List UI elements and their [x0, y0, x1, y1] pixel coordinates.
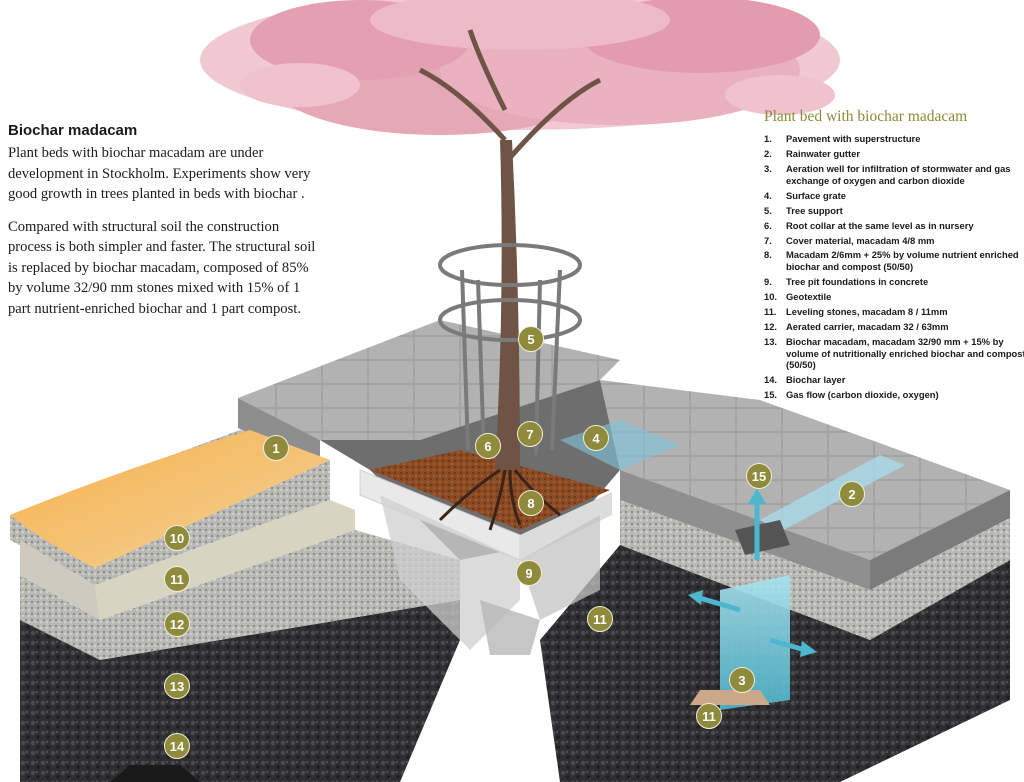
legend-item: 10.Geotextile [764, 291, 832, 303]
marker-5: 5 [518, 326, 544, 352]
legend-item: 3.Aeration well for infiltration of stor… [764, 162, 1011, 186]
legend-item: 12.Aerated carrier, macadam 32 / 63mm [764, 321, 949, 333]
legend-item: 7.Cover material, macadam 4/8 mm [764, 234, 935, 246]
tree-canopy [200, 0, 840, 135]
marker-15: 15 [746, 463, 772, 489]
legend-item: 2.Rainwater gutter [764, 147, 860, 159]
legend-item: 1.Pavement with superstructure [764, 133, 921, 144]
legend-title: Plant bed with biochar madacam [764, 108, 968, 125]
tree-support [438, 243, 582, 456]
marker-11-well: 11 [696, 703, 722, 729]
marker-14: 14 [164, 733, 190, 759]
marker-9: 9 [516, 560, 542, 586]
marker-8: 8 [518, 490, 544, 516]
marker-3: 3 [729, 667, 755, 693]
marker-12: 12 [164, 611, 190, 637]
legend-list: 1.Pavement with superstructure 2.Rainwat… [764, 133, 1024, 401]
rainwater-gutter [760, 455, 905, 532]
legend-item: 4.Surface grate [764, 189, 846, 201]
marker-11-left: 11 [164, 566, 190, 592]
intro-paragraph-2: Compared with structural soil the constr… [8, 218, 316, 317]
legend-item: 6.Root collar at the same level as in nu… [764, 219, 974, 231]
marker-7: 7 [517, 421, 543, 447]
intro-paragraph-1: Plant beds with biochar macadam are unde… [8, 145, 311, 202]
intro-heading: Biochar madacam [8, 122, 138, 139]
marker-13: 13 [164, 673, 190, 699]
marker-1: 1 [263, 435, 289, 461]
intro-text-block: Biochar madacam Plant beds with biochar … [8, 122, 326, 331]
legend-item: 14.Biochar layer [764, 374, 846, 386]
tree-pit [320, 380, 620, 655]
legend-item: 5.Tree support [764, 204, 843, 216]
marker-11-pit: 11 [587, 606, 613, 632]
legend-item: 15.Gas flow (carbon dioxide, oxygen) [764, 389, 939, 401]
legend-item: 11.Leveling stones, macadam 8 / 11mm [764, 306, 948, 318]
legend-item: 13.Biochar macadam, macadam 32/90 mm + 1… [764, 336, 1024, 371]
marker-6: 6 [475, 433, 501, 459]
marker-4: 4 [583, 425, 609, 451]
gas-flow-arrows [688, 488, 817, 657]
marker-10: 10 [164, 525, 190, 551]
left-layer-block [10, 430, 460, 782]
legend-item: 9.Tree pit foundations in concrete [764, 276, 929, 288]
marker-2: 2 [839, 481, 865, 507]
tree-trunk [418, 29, 602, 531]
legend-item: 8.Macadam 2/6mm + 25% by volume nutrient… [764, 249, 1019, 273]
legend-block: Plant bed with biochar madacam 1.Pavemen… [764, 108, 1024, 404]
